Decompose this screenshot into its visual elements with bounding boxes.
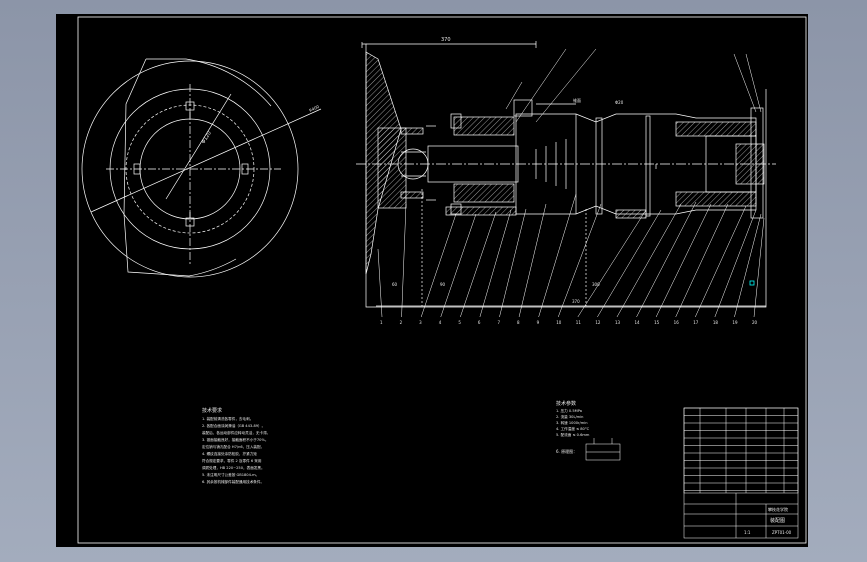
main-section-view bbox=[356, 41, 776, 308]
tech-notes-title: 技术要求 bbox=[202, 407, 222, 414]
leader-line bbox=[753, 217, 765, 318]
leader-label: 18 bbox=[713, 320, 719, 325]
left-view bbox=[81, 58, 322, 278]
tech-note-line: 调质处理，HB 220~250，表面发黑。 bbox=[202, 465, 265, 470]
bottom-dim-3: 300 bbox=[592, 282, 600, 287]
leader-label: 13 bbox=[615, 320, 621, 325]
top-leaders bbox=[505, 48, 762, 123]
leader-line bbox=[401, 203, 407, 318]
leader-label: 12 bbox=[595, 320, 601, 325]
leader-label: 8 bbox=[517, 320, 520, 325]
leader-line bbox=[440, 213, 477, 318]
leader-label: 2 bbox=[400, 320, 403, 325]
tech-param-line: 1. 压力 0.5MPa bbox=[556, 408, 582, 413]
bottom-dim-1: 90 bbox=[440, 282, 446, 287]
title-block-school: 攀枝花学院 bbox=[768, 506, 788, 512]
title-block bbox=[683, 407, 799, 539]
tech-note-line: 定位销与销孔配合 H7/n6，压入装配。 bbox=[202, 444, 264, 449]
leader-line bbox=[655, 203, 712, 318]
leader-label: 4 bbox=[439, 320, 442, 325]
leader-label: 9 bbox=[537, 320, 540, 325]
bottom-dim-0: 60 bbox=[392, 282, 398, 287]
flange-dim: Φ20 bbox=[615, 100, 624, 105]
tech-param-line: 2. 流量 30L/min bbox=[556, 414, 583, 419]
leader-line bbox=[538, 193, 577, 318]
tech-param-line: 5. 配流面 ≤ 0.6mm bbox=[556, 432, 590, 437]
title-block-scale: 1:1 bbox=[744, 530, 751, 535]
leader-line bbox=[420, 213, 457, 318]
tech-note-line: 装配后，各运动部件应转动灵活，无卡滞。 bbox=[202, 430, 270, 435]
tech-param-line: 3. 转速 1000r/min bbox=[556, 420, 588, 425]
leader-label: 7 bbox=[497, 320, 500, 325]
tech-note-line: 1. 装配前清洗各零件，去毛刺。 bbox=[202, 416, 253, 421]
leader-line bbox=[734, 213, 762, 318]
cad-drawing: Φ120 R400 bbox=[77, 16, 807, 544]
tech-note-line: 5. 未注明尺寸公差按 GB1804-m。 bbox=[202, 472, 259, 477]
schematic-label: 6. 原理图： bbox=[556, 448, 577, 454]
leader-label: 5 bbox=[458, 320, 461, 325]
leader-line bbox=[675, 203, 729, 318]
title-block-code: ZPT01-00 bbox=[772, 530, 792, 535]
taper-note: 锥面 bbox=[573, 97, 581, 103]
leader-line bbox=[714, 209, 757, 318]
dim-diag-label: Φ120 bbox=[201, 130, 213, 145]
leader-line bbox=[518, 203, 547, 318]
leader-lines bbox=[377, 193, 765, 318]
leader-label: 3 bbox=[419, 320, 422, 325]
tech-note-line: 2. 各配合面涂润滑油（GB 443-89）。 bbox=[202, 423, 265, 428]
drawing-frame bbox=[77, 16, 807, 544]
schematic-symbol bbox=[585, 438, 621, 461]
dim-outer-label: R400 bbox=[308, 104, 320, 113]
leader-line bbox=[479, 209, 512, 318]
leader-line bbox=[577, 209, 647, 318]
tech-notes: 技术要求 1. 装配前清洗各零件，去毛刺。 2. 各配合面涂润滑油（GB 443-… bbox=[202, 407, 270, 484]
tech-note-line: 3. 锥面接触良好，接触面积不小于70%。 bbox=[202, 437, 268, 442]
leader-label: 14 bbox=[635, 320, 641, 325]
title-block-name: 装配图 bbox=[770, 517, 785, 524]
leader-label: 20 bbox=[752, 320, 758, 325]
leader-line bbox=[499, 208, 527, 318]
tech-note-line: 6. 其余按机械部件装配通用技术条件。 bbox=[202, 479, 264, 484]
leader-line bbox=[460, 211, 497, 318]
bottom-dim-2: 370 bbox=[572, 299, 580, 304]
drawing-sheet[interactable]: Φ120 R400 bbox=[56, 14, 808, 547]
leader-label: 11 bbox=[576, 320, 582, 325]
top-dimension: 370 bbox=[441, 37, 451, 43]
tech-param-line: 4. 工作温度 ≤ 80°C bbox=[556, 426, 590, 431]
selection-marker bbox=[749, 280, 755, 286]
leader-label: 19 bbox=[732, 320, 738, 325]
leader-label: 1 bbox=[380, 320, 383, 325]
leader-line bbox=[695, 205, 747, 318]
leader-label: 17 bbox=[693, 320, 699, 325]
leader-label: 15 bbox=[654, 320, 660, 325]
leader-label: 10 bbox=[556, 320, 562, 325]
leader-line bbox=[557, 203, 602, 318]
tech-note-line: 4. 螺纹连接处涂防松胶，拧紧力矩 bbox=[202, 451, 257, 456]
leader-line bbox=[636, 201, 697, 318]
leader-line bbox=[377, 248, 383, 318]
tech-note-line: 符合规定要求，零件 2 及零件 6 采用 bbox=[202, 458, 262, 463]
tech-params-title: 技术参数 bbox=[556, 400, 576, 407]
leader-line bbox=[597, 209, 662, 318]
leader-label: 16 bbox=[674, 320, 680, 325]
leader-label: 6 bbox=[478, 320, 481, 325]
leader-line bbox=[616, 203, 682, 318]
